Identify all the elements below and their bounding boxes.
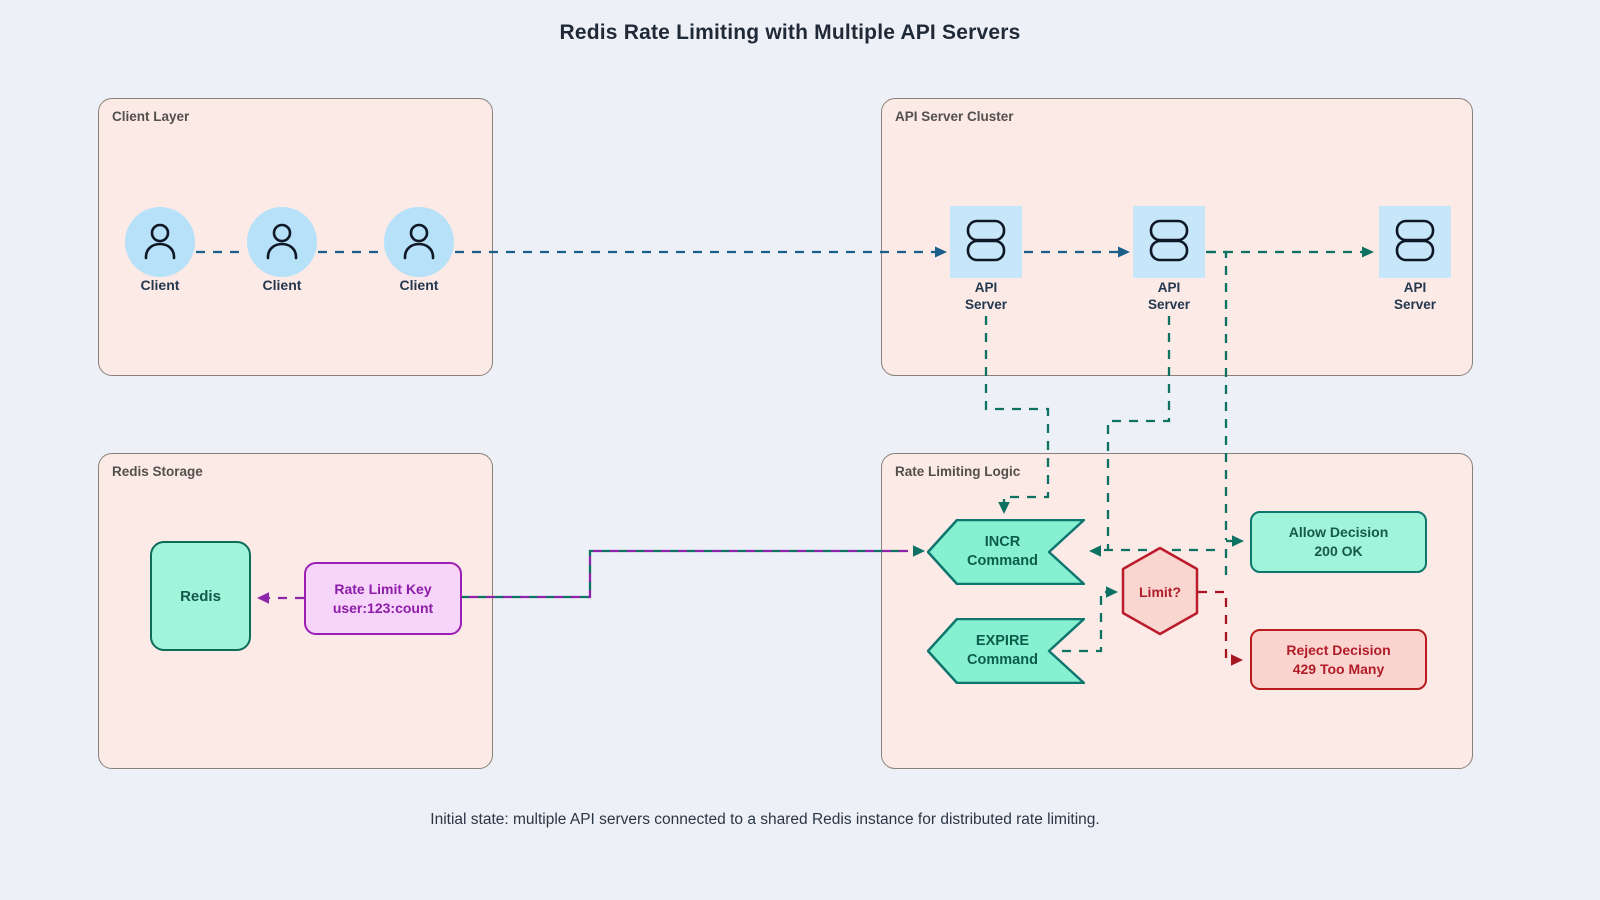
limit-decision-label: Limit? [1139,584,1181,600]
user-icon [403,223,435,260]
api-server-label-1: API Server [964,280,1008,312]
api-server-label-2: API Server [1147,280,1191,312]
client-label-1: Client [140,277,180,293]
expire-command-shape [927,618,1085,684]
server-stack-icon [1149,219,1189,262]
diagram-title: Redis Rate Limiting with Multiple API Se… [559,21,1021,44]
client-label-2: Client [262,277,302,293]
user-icon [144,223,176,260]
rate-limit-key-node: Rate Limit Key user:123:count [304,562,462,635]
expire-command-label: EXPIRE Command [967,633,1038,668]
reject-decision-node: Reject Decision 429 Too Many [1250,629,1427,690]
api-server-node-3 [1379,206,1451,278]
group-label-rate-logic: Rate Limiting Logic [895,464,1021,479]
edge-key-incr-purple [461,549,908,599]
client-label-3: Client [399,277,439,293]
allow-decision-node: Allow Decision 200 OK [1250,511,1427,573]
api-server-node-1 [950,206,1022,278]
client-node-2 [247,207,317,277]
group-label-api-cluster: API Server Cluster [895,109,1014,124]
limit-decision-shape [1121,546,1199,636]
incr-command-shape [927,519,1085,585]
diagram-caption: Initial state: multiple API servers conn… [430,811,1100,828]
group-label-client-layer: Client Layer [112,109,190,124]
user-icon [266,223,298,260]
server-stack-icon [966,219,1006,262]
client-node-1 [125,207,195,277]
client-node-3 [384,207,454,277]
group-label-redis-storage: Redis Storage [112,464,203,479]
server-stack-icon [1395,219,1435,262]
api-server-node-2 [1133,206,1205,278]
edge-key-incr-teal [461,549,908,599]
redis-node: Redis [150,541,251,651]
incr-command-label: INCR Command [967,534,1038,569]
api-server-label-3: API Server [1393,280,1437,312]
